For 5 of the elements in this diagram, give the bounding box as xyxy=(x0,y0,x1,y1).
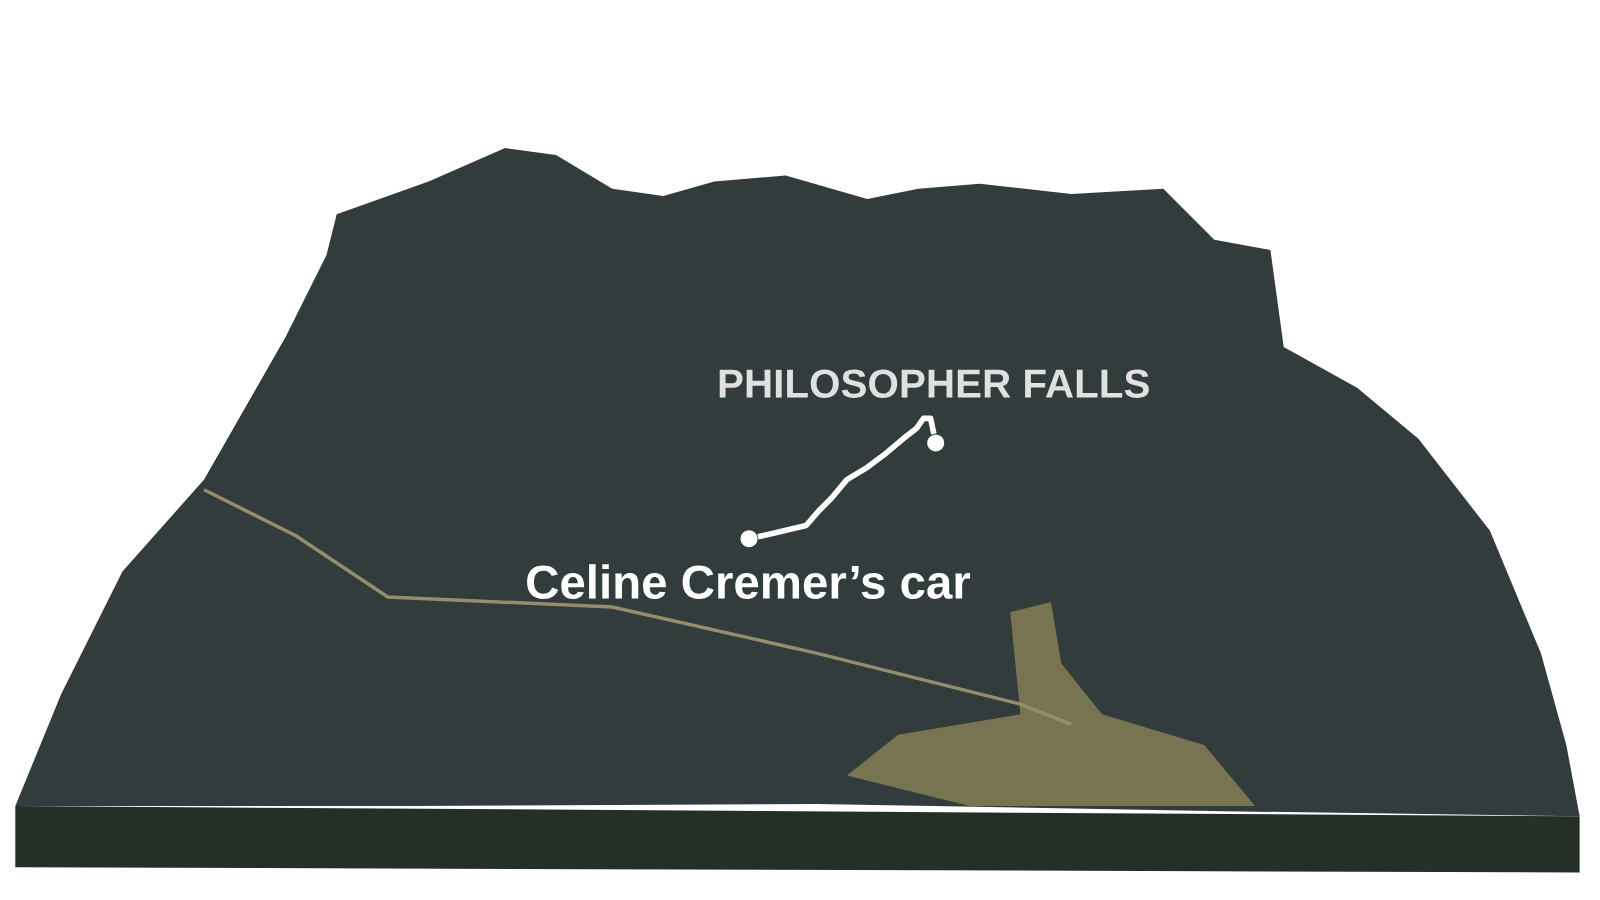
location-dot xyxy=(927,434,945,452)
location-dot xyxy=(740,530,758,548)
place-label: PHILOSOPHER FALLS xyxy=(719,369,1149,398)
place-label: Celine Cremer’s car xyxy=(527,564,971,599)
route-line xyxy=(757,415,937,540)
